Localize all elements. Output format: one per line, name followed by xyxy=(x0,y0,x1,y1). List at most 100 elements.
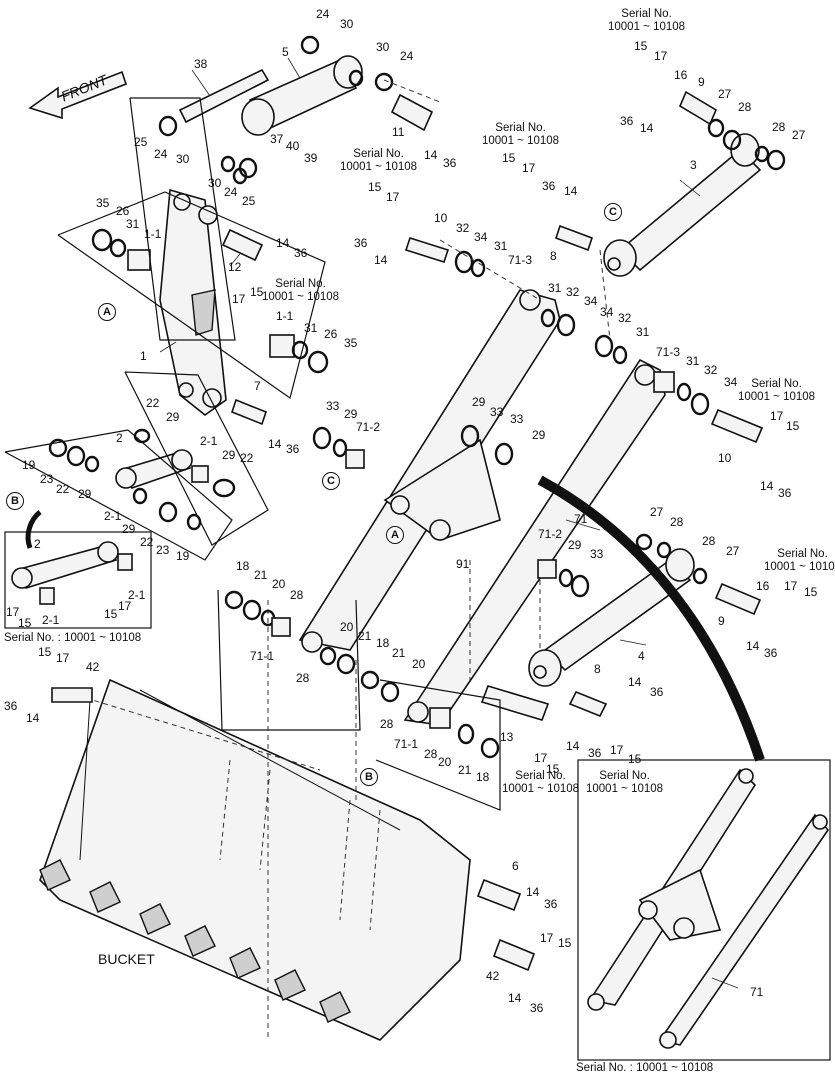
leader-lines xyxy=(159,57,739,989)
callout-36: 36 xyxy=(286,442,300,456)
callout-36: 36 xyxy=(778,486,792,500)
callout-29: 29 xyxy=(222,448,236,462)
callout-27: 27 xyxy=(792,128,806,142)
callout-33: 33 xyxy=(326,399,340,413)
callout-20: 20 xyxy=(272,577,286,591)
callout-16: 16 xyxy=(756,579,770,593)
callout-21: 21 xyxy=(358,629,372,643)
callout-17: 17 xyxy=(610,743,624,757)
callout-29: 29 xyxy=(78,487,92,501)
callout-91: 91 xyxy=(456,557,470,571)
callout-14: 14 xyxy=(26,711,40,725)
callout-15: 15 xyxy=(368,180,382,194)
callout-25: 25 xyxy=(242,194,256,208)
callout-30: 30 xyxy=(176,152,190,166)
callout-2: 2 xyxy=(116,431,123,445)
callout-4: 4 xyxy=(638,649,645,663)
callout-29: 29 xyxy=(568,538,582,552)
callout-28: 28 xyxy=(702,534,716,548)
callout-14: 14 xyxy=(640,121,654,135)
callout-14: 14 xyxy=(508,991,522,1005)
callout-14: 14 xyxy=(564,184,578,198)
callout-15: 15 xyxy=(18,616,32,630)
serial-caption-inset: Serial No. : 10001 ~ 10108 xyxy=(576,1062,714,1074)
callout-10: 10 xyxy=(434,211,448,225)
callout-24: 24 xyxy=(400,49,414,63)
serial-note: Serial No.10001 ~ 10108 xyxy=(608,8,686,33)
bucket-label: BUCKET xyxy=(98,951,155,967)
callout-20: 20 xyxy=(438,755,452,769)
marker-b: B xyxy=(6,492,24,510)
callout-9: 9 xyxy=(698,75,705,89)
callout-14: 14 xyxy=(424,148,438,162)
serial-note: Serial No.10001 ~ 10108 xyxy=(764,548,835,573)
callout-31: 31 xyxy=(636,325,650,339)
callout-32: 32 xyxy=(566,285,580,299)
callout-8: 8 xyxy=(594,662,601,676)
callout-17: 17 xyxy=(784,579,798,593)
callout-71: 71 xyxy=(574,512,588,526)
callout-32: 32 xyxy=(704,363,718,377)
callout-14: 14 xyxy=(566,739,580,753)
marker-a-2: A xyxy=(386,526,404,544)
callout-1: 1 xyxy=(140,349,147,363)
callout-71: 71 xyxy=(750,985,764,999)
callout-31: 31 xyxy=(126,217,140,231)
callout-28: 28 xyxy=(738,100,752,114)
callout-6: 6 xyxy=(512,859,519,873)
callout-71-1: 71-1 xyxy=(394,737,419,751)
callout-18: 18 xyxy=(476,770,490,784)
callout-17: 17 xyxy=(522,161,536,175)
callout-19: 19 xyxy=(22,458,36,472)
callout-26: 26 xyxy=(116,204,130,218)
callout-28: 28 xyxy=(424,747,438,761)
centerlines xyxy=(267,79,611,1040)
callout-31: 31 xyxy=(494,239,508,253)
callout-15: 15 xyxy=(104,607,118,621)
cylinder-part-3 xyxy=(603,133,762,277)
callout-15: 15 xyxy=(634,39,648,53)
callout-42: 42 xyxy=(486,969,500,983)
callout-15: 15 xyxy=(546,762,560,776)
callout-13: 13 xyxy=(500,730,514,744)
callout-33: 33 xyxy=(490,405,504,419)
callout-36: 36 xyxy=(443,156,457,170)
callout-38: 38 xyxy=(194,57,208,71)
callout-30: 30 xyxy=(376,40,390,54)
callout-1-1: 1-1 xyxy=(276,309,294,323)
callout-9: 9 xyxy=(718,614,725,628)
callout-34: 34 xyxy=(474,230,488,244)
callout-19: 19 xyxy=(176,549,190,563)
marker-b-2: B xyxy=(360,768,378,786)
callout-18: 18 xyxy=(376,636,390,650)
callout-71-2: 71-2 xyxy=(538,527,563,541)
bucket-teeth xyxy=(39,859,351,1023)
serial-note: Serial No.10001 ~ 10108 xyxy=(482,122,560,147)
callout-16: 16 xyxy=(674,68,688,82)
callout-14: 14 xyxy=(746,639,760,653)
callout-34: 34 xyxy=(584,294,598,308)
callout-15: 15 xyxy=(250,285,264,299)
callout-28: 28 xyxy=(296,671,310,685)
callout-14: 14 xyxy=(628,675,642,689)
callout-2-1: 2-1 xyxy=(200,434,218,448)
callout-15: 15 xyxy=(502,151,516,165)
callout-2-1: 2-1 xyxy=(104,509,122,523)
callout-22: 22 xyxy=(56,482,70,496)
serial-note: Serial No.10001 ~ 10108 xyxy=(502,770,580,795)
callout-15: 15 xyxy=(804,585,818,599)
callout-40: 40 xyxy=(286,139,300,153)
callout-17: 17 xyxy=(232,292,246,306)
callout-28: 28 xyxy=(290,588,304,602)
callout-36: 36 xyxy=(620,114,634,128)
callout-31: 31 xyxy=(304,321,318,335)
callout-22: 22 xyxy=(146,396,160,410)
callout-26: 26 xyxy=(324,327,338,341)
callout-18: 18 xyxy=(236,559,250,573)
callout-17: 17 xyxy=(770,409,784,423)
callout-71-2: 71-2 xyxy=(356,420,381,434)
callout-7: 7 xyxy=(254,379,261,393)
callout-22: 22 xyxy=(240,451,254,465)
callout-20: 20 xyxy=(412,657,426,671)
